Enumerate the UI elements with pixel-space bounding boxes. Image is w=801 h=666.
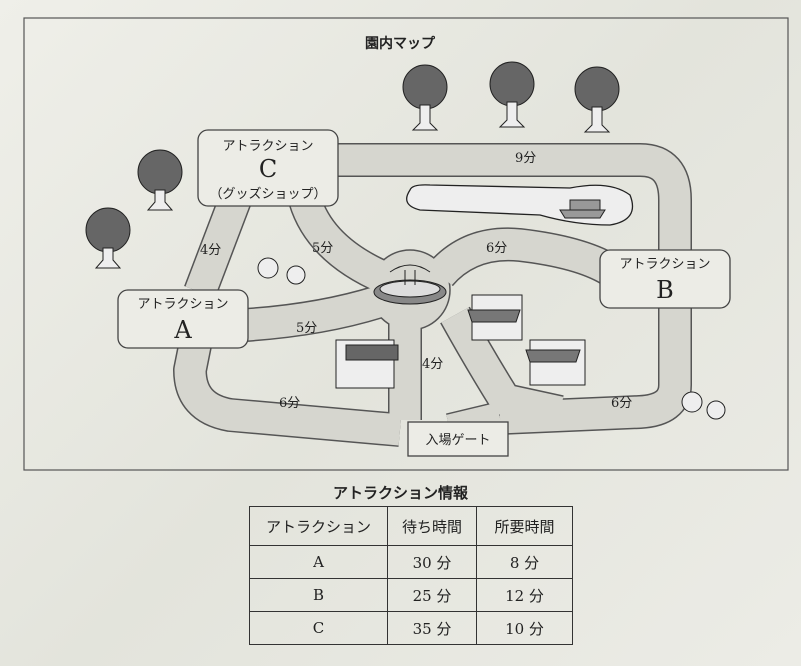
svg-text:アトラクション: アトラクション — [137, 297, 228, 312]
table-header-row: アトラクション 待ち時間 所要時間 — [249, 506, 573, 546]
svg-text:入場ゲート: 入場ゲート — [425, 433, 490, 448]
attraction-a[interactable]: アトラクション A — [117, 289, 249, 349]
route-b-gate: 6分 — [611, 396, 632, 411]
table-row: A 30 分 8 分 — [249, 545, 573, 579]
route-fountain-b: 6分 — [486, 241, 507, 256]
svg-text:A: A — [173, 316, 192, 344]
flower-icons — [257, 257, 726, 420]
cell-attraction: A — [249, 545, 388, 579]
svg-text:C: C — [259, 155, 277, 183]
roads — [173, 143, 692, 447]
cell-duration: 10 分 — [476, 611, 573, 645]
map-title: 園内マップ — [365, 35, 436, 52]
shop-icons — [335, 294, 586, 389]
svg-text:B: B — [656, 276, 674, 304]
cell-wait: 25 分 — [387, 578, 477, 612]
cell-attraction: B — [249, 578, 388, 612]
attraction-c[interactable]: アトラクション C （グッズショップ） — [197, 129, 339, 207]
attraction-b[interactable]: アトラクション B — [599, 249, 731, 309]
cell-duration: 8 分 — [476, 545, 573, 579]
entrance-gate[interactable]: 入場ゲート — [407, 421, 509, 457]
svg-text:アトラクション: アトラクション — [222, 139, 313, 154]
table-row: B 25 分 12 分 — [249, 578, 573, 612]
cell-attraction: C — [249, 611, 388, 645]
route-fountain-gate: 4分 — [422, 357, 443, 372]
cell-duration: 12 分 — [476, 578, 573, 612]
header-duration: 所要時間 — [476, 506, 573, 546]
park-map: 園内マップ — [23, 17, 789, 471]
table-title: アトラクション情報 — [332, 484, 468, 502]
table-row: C 35 分 10 分 — [249, 611, 573, 645]
pond — [406, 184, 634, 226]
route-c-fountain: 5分 — [312, 241, 333, 256]
route-c-b: 9分 — [515, 151, 536, 166]
map-frame — [23, 17, 789, 471]
cell-wait: 30 分 — [387, 545, 477, 579]
header-attraction: アトラクション — [249, 506, 388, 546]
route-a-fountain: 5分 — [296, 321, 317, 336]
route-times: 9分 4分 5分 5分 6分 4分 6分 6分 — [200, 151, 632, 411]
cell-wait: 35 分 — [387, 611, 477, 645]
route-c-a: 4分 — [200, 243, 221, 258]
fountain-icon — [373, 264, 447, 305]
svg-text:アトラクション: アトラクション — [619, 257, 710, 272]
svg-text:（グッズショップ）: （グッズショップ） — [209, 186, 326, 202]
route-a-gate: 6分 — [279, 396, 300, 411]
attraction-info-table: アトラクション 待ち時間 所要時間 A 30 分 8 分 B 25 分 12 分… — [249, 506, 573, 645]
boat-icon — [559, 199, 606, 219]
tree-icons — [85, 61, 620, 269]
header-wait-time: 待ち時間 — [387, 506, 477, 546]
